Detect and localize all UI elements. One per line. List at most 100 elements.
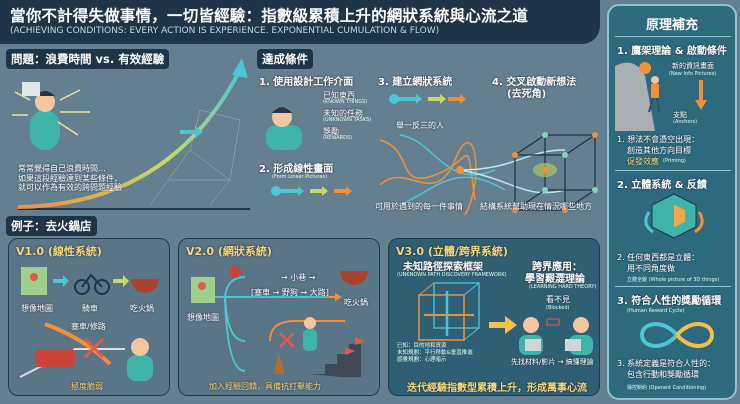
bicycle-icon xyxy=(74,273,110,295)
s3-note-zh: 操控制約 xyxy=(627,385,648,391)
s1-new-info-en: (New Info Pictures) xyxy=(669,71,717,77)
item-known: 已知東西 xyxy=(323,91,355,100)
laptop-icon xyxy=(525,339,541,351)
s2-note-zh: 立體全貌 xyxy=(627,277,648,283)
step3-label: 舉一反三的人 xyxy=(396,121,444,130)
item-rewards-en: (REWARDS) xyxy=(323,135,353,141)
s1-anchor-en: (Anchors) xyxy=(673,119,698,125)
v2-route2: [塞車 → 野狗 → 大路] xyxy=(251,288,329,297)
s2-title: 2. 立體系統 & 反饋 xyxy=(617,180,707,191)
legend-item: 已知：目的地和資源 xyxy=(397,343,447,349)
v3-framework: 未知路徑探索框架 xyxy=(403,262,483,273)
car-icon xyxy=(35,349,75,367)
learners-illustration xyxy=(519,317,593,355)
blocked-x-icon xyxy=(83,337,105,359)
s1-new-info: 新的資訊畫面 xyxy=(672,62,714,70)
item-unknown: 未知的任務 xyxy=(323,109,363,118)
v3-blocked: 看不見 xyxy=(546,295,570,304)
divider xyxy=(615,170,731,171)
item-known-en: (KNOWN THINGS) xyxy=(323,99,368,105)
laptop-icon xyxy=(565,339,581,351)
down-arrow-icon xyxy=(695,80,707,110)
3d-cube-feedback-icon xyxy=(644,193,704,239)
3d-cube-framework-icon xyxy=(418,282,480,341)
s1-priming-en: (Priming) xyxy=(663,158,686,164)
traffic-jam-illustration xyxy=(19,322,153,381)
v3-framework-en: (UNKNOWN PATH DISCOVERY FRAMEWORK) xyxy=(397,272,507,278)
infinity-loop-icon xyxy=(639,322,715,348)
v1-step: 想像地圖 xyxy=(21,304,53,313)
problem-text: 常常覺得自己浪費時間… 如果這段經驗達到某些條件， 就可以作為有效的跨問題經驗 xyxy=(18,164,122,193)
arrow-right-icon xyxy=(489,316,517,334)
s2-note: 立體全貌 (Whole picture of 3D things) xyxy=(627,276,719,283)
v1-caption: 極度脆弱 xyxy=(71,382,103,391)
v3-cross2: 學習艱澀理論 xyxy=(525,274,585,285)
tired-person-body xyxy=(30,110,60,150)
s2-note-en: (Whole picture of 3D things) xyxy=(648,277,720,283)
step4-caption: 結構系統幫助現在情況哪些地方 xyxy=(480,202,592,211)
v2-route1: → 小巷 → xyxy=(281,273,316,282)
s3-note-en: (Operant Conditioning) xyxy=(648,385,707,391)
legend-item: 感覺規劃：心理暗示 xyxy=(397,357,447,363)
s2-p2: 用不同角度做 xyxy=(627,264,675,273)
designer-person-illustration xyxy=(266,107,302,150)
step2-title: 2. 形成線性畫面 xyxy=(259,164,334,175)
v2-title: V2.0 (網狀系統) xyxy=(186,245,272,258)
v3-flow: 先找材料/影片 → 搞懂理論 xyxy=(511,358,594,366)
s1-anchor: 支點 xyxy=(673,111,687,119)
conditions-tag: 達成條件 xyxy=(257,49,313,69)
map-icon xyxy=(191,277,215,303)
network-card-icon xyxy=(22,82,40,96)
s1-p2: 創造其他方向目標 xyxy=(627,146,691,155)
stairs-icon xyxy=(310,344,361,377)
hotpot-icon xyxy=(340,271,368,285)
hotpot-icon xyxy=(131,279,159,293)
step4-title: 4. 交叉啟動新想法 xyxy=(492,77,577,88)
side-title: 原理補充 xyxy=(645,18,698,33)
blocked-eye-icon xyxy=(546,318,560,326)
v3-title: V3.0 (立體/跨界系統) xyxy=(396,245,508,258)
v1-step: 騎車 xyxy=(82,304,98,313)
legend-item: 未知規劃：平行移動&垂直推進 xyxy=(397,350,473,356)
problem-tag: 問題：浪費時間 vs. 有效經驗 xyxy=(6,49,170,69)
arrow-right-icon xyxy=(180,126,203,138)
s2-p1: 2. 任何東西都是立體： xyxy=(617,253,700,262)
page-title: 當你不計得失做事情，一切皆經驗：指數級累積上升的網狀系統與心流之道 xyxy=(10,7,529,25)
principles-panel: 原理補充 1. 鷹架理論 & 啟動條件 新的資訊畫面 (New Info Pic… xyxy=(607,4,737,400)
s1-priming: 促發效應 xyxy=(627,157,659,166)
item-rewards: 獎勵 xyxy=(323,127,339,136)
v1-panel: V1.0 (線性系統) 想像地圖 騎車 吃火鍋 塞車/修路 極度脆弱 xyxy=(8,238,170,396)
step1-title: 1. 使用設計工作介面 xyxy=(259,77,354,88)
s3-p2: 包含行動和獎勵循環 xyxy=(627,370,699,379)
v2-network-routes xyxy=(191,266,368,377)
s3-p1: 3. 系統定義是符合人性的： xyxy=(617,359,716,368)
interface-items: 已知東西(KNOWN THINGS) 未知的任務(UNKNOWN TASKS) … xyxy=(323,92,371,142)
v3-blocked-en: (Blocked) xyxy=(546,305,570,311)
step3-title: 3. 建立網狀系統 xyxy=(378,77,453,88)
problem-line: 就可以作為有效的跨問題經驗 xyxy=(18,183,122,192)
v3-cross: 跨界應用： xyxy=(532,262,582,273)
scooter-icon xyxy=(229,266,241,278)
linear-arrows-icon xyxy=(271,186,352,196)
example-tag: 例子：去火鍋店 xyxy=(6,216,97,236)
v1-obstacle: 塞車/修路 xyxy=(71,322,106,331)
blocked-x-icon xyxy=(279,332,295,348)
v2-caption: 加入經驗回饋，具備抗打擊能力 xyxy=(209,382,321,391)
growth-curve xyxy=(17,69,242,209)
s3-title: 3. 符合人性的獎勵循環 xyxy=(617,296,722,307)
step2-en: (Form Linear Pictures) xyxy=(272,174,328,180)
curve-arrowhead xyxy=(232,58,248,78)
climber-illustration xyxy=(615,62,660,131)
step3-caption: 可用於遇到的每一件事情 xyxy=(375,202,463,211)
v3-caption: 迭代經驗指數型累積上升，形成萬事心流 xyxy=(407,383,587,394)
divider xyxy=(615,286,731,287)
page-subtitle: (ACHIEVING CONDITIONS: EVERY ACTION IS E… xyxy=(10,26,440,36)
v3-panel: V3.0 (立體/跨界系統) 未知路徑探索框架 (UNKNOWN PATH DI… xyxy=(388,238,600,396)
divider xyxy=(615,36,731,37)
problem-line: 如果這段經驗達到某些條件， xyxy=(18,173,122,183)
v1-step: 吃火鍋 xyxy=(130,304,154,313)
v2-end: 吃火鍋 xyxy=(344,298,368,307)
s3-note: 操控制約 (Operant Conditioning) xyxy=(627,384,706,391)
tired-person-head xyxy=(35,92,55,112)
s1-title: 1. 鷹架理論 & 啟動條件 xyxy=(617,46,727,57)
